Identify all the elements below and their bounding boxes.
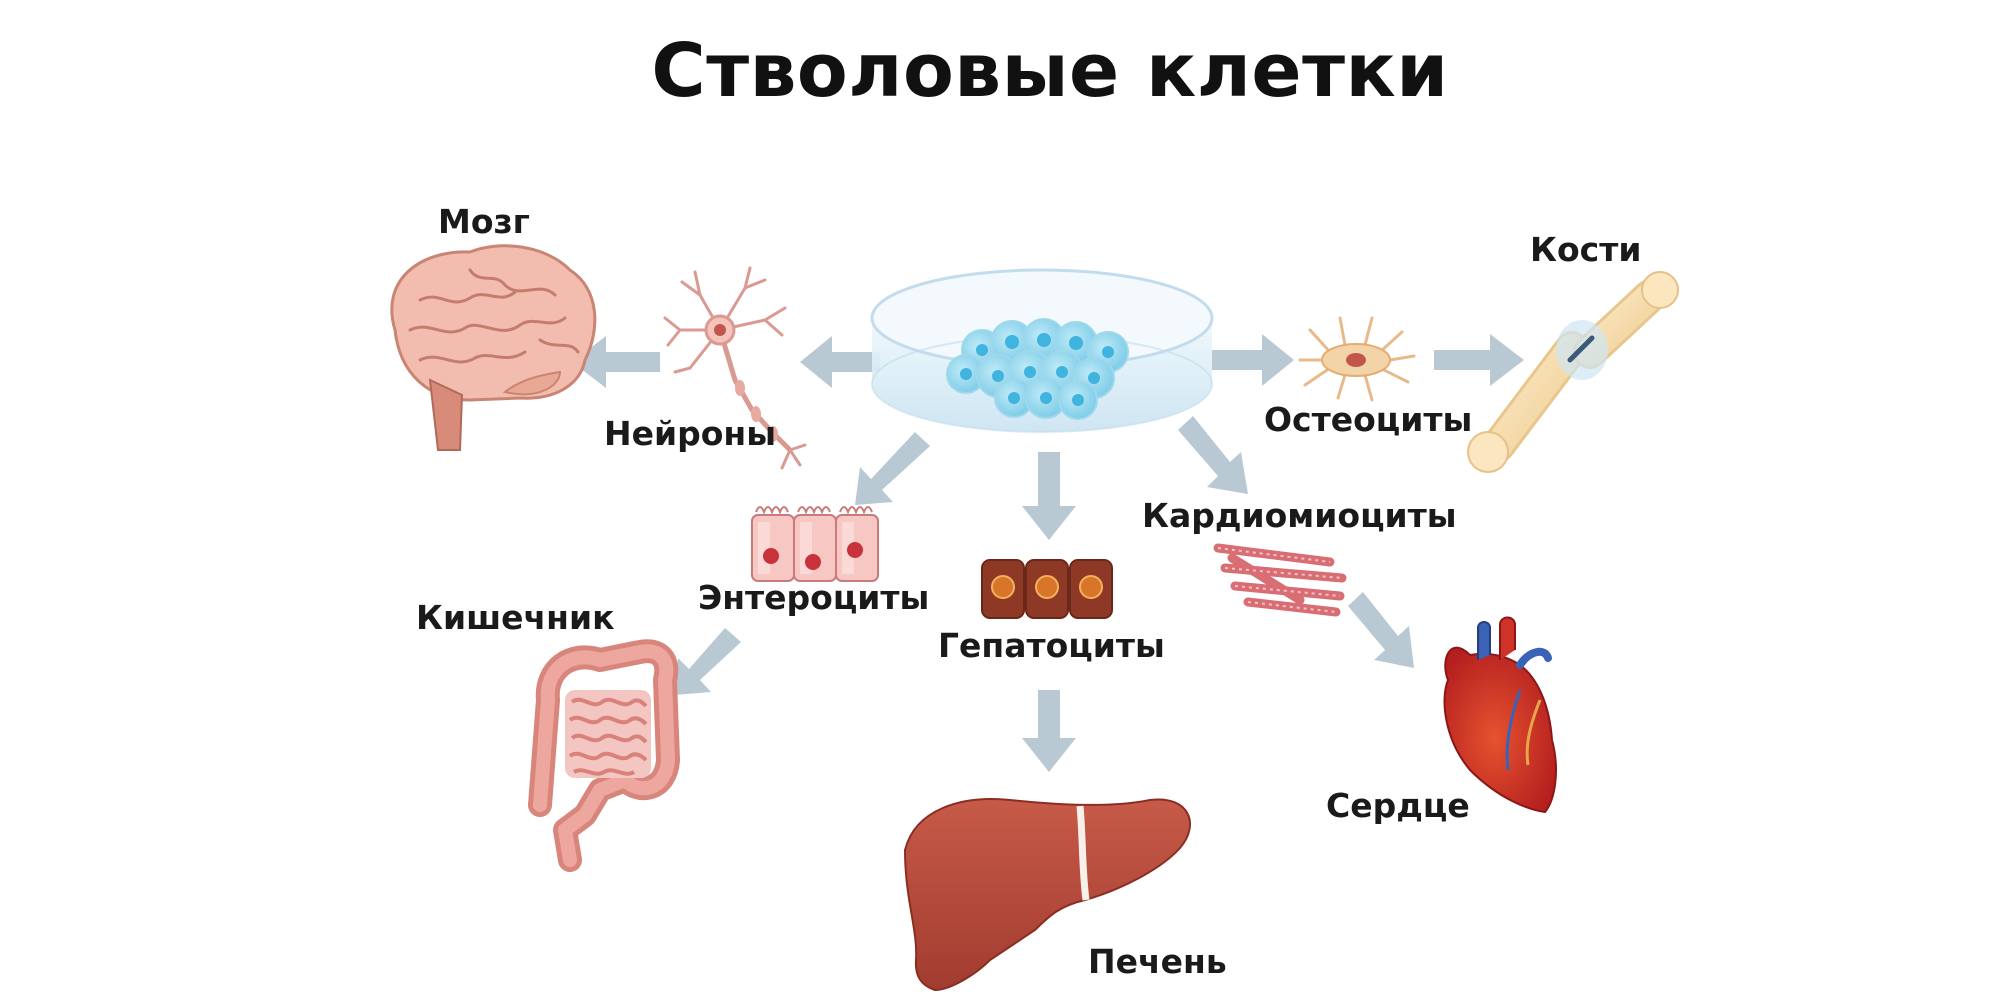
petri-dish xyxy=(870,268,1214,433)
label-brain: Мозг xyxy=(438,202,530,241)
label-hepatocytes: Гепатоциты xyxy=(938,626,1165,665)
arrow-to-liver xyxy=(1022,690,1076,772)
bone-icon xyxy=(1467,271,1679,473)
arrow-to-heart xyxy=(1348,592,1414,668)
label-neurons: Нейроны xyxy=(604,414,777,453)
arrow-to-neurons xyxy=(800,336,880,388)
arrow-to-hepatocytes xyxy=(1022,452,1076,540)
label-enterocytes: Энтероциты xyxy=(698,578,930,617)
neuron-icon xyxy=(663,266,807,470)
intestine-icon xyxy=(528,639,680,872)
osteocyte-icon xyxy=(1298,316,1416,402)
label-heart: Сердце xyxy=(1326,786,1470,825)
arrow-to-enterocytes xyxy=(855,432,930,505)
brain-icon xyxy=(390,244,597,451)
label-cardiomyocytes: Кардиомиоциты xyxy=(1142,496,1457,535)
label-bones: Кости xyxy=(1530,230,1642,269)
label-intestine: Кишечник xyxy=(416,598,615,637)
arrow-to-intestine xyxy=(674,628,741,695)
stem-cells xyxy=(946,318,1129,420)
arrow-to-brain xyxy=(572,336,660,388)
label-liver: Печень xyxy=(1088,942,1227,981)
label-osteocytes: Остеоциты xyxy=(1264,400,1473,439)
hepatocytes-icon xyxy=(981,559,1113,619)
arrows xyxy=(572,334,1524,772)
enterocytes-icon xyxy=(751,506,879,582)
arrow-to-cardiomyocytes xyxy=(1178,416,1248,494)
arrow-to-osteocytes xyxy=(1212,334,1294,386)
cardiomyocytes-icon xyxy=(1213,543,1347,617)
arrow-to-bones xyxy=(1434,334,1524,386)
page-title: Стволовые клетки xyxy=(651,28,1449,114)
heart-icon xyxy=(1443,616,1557,814)
liver-icon xyxy=(903,798,1191,992)
